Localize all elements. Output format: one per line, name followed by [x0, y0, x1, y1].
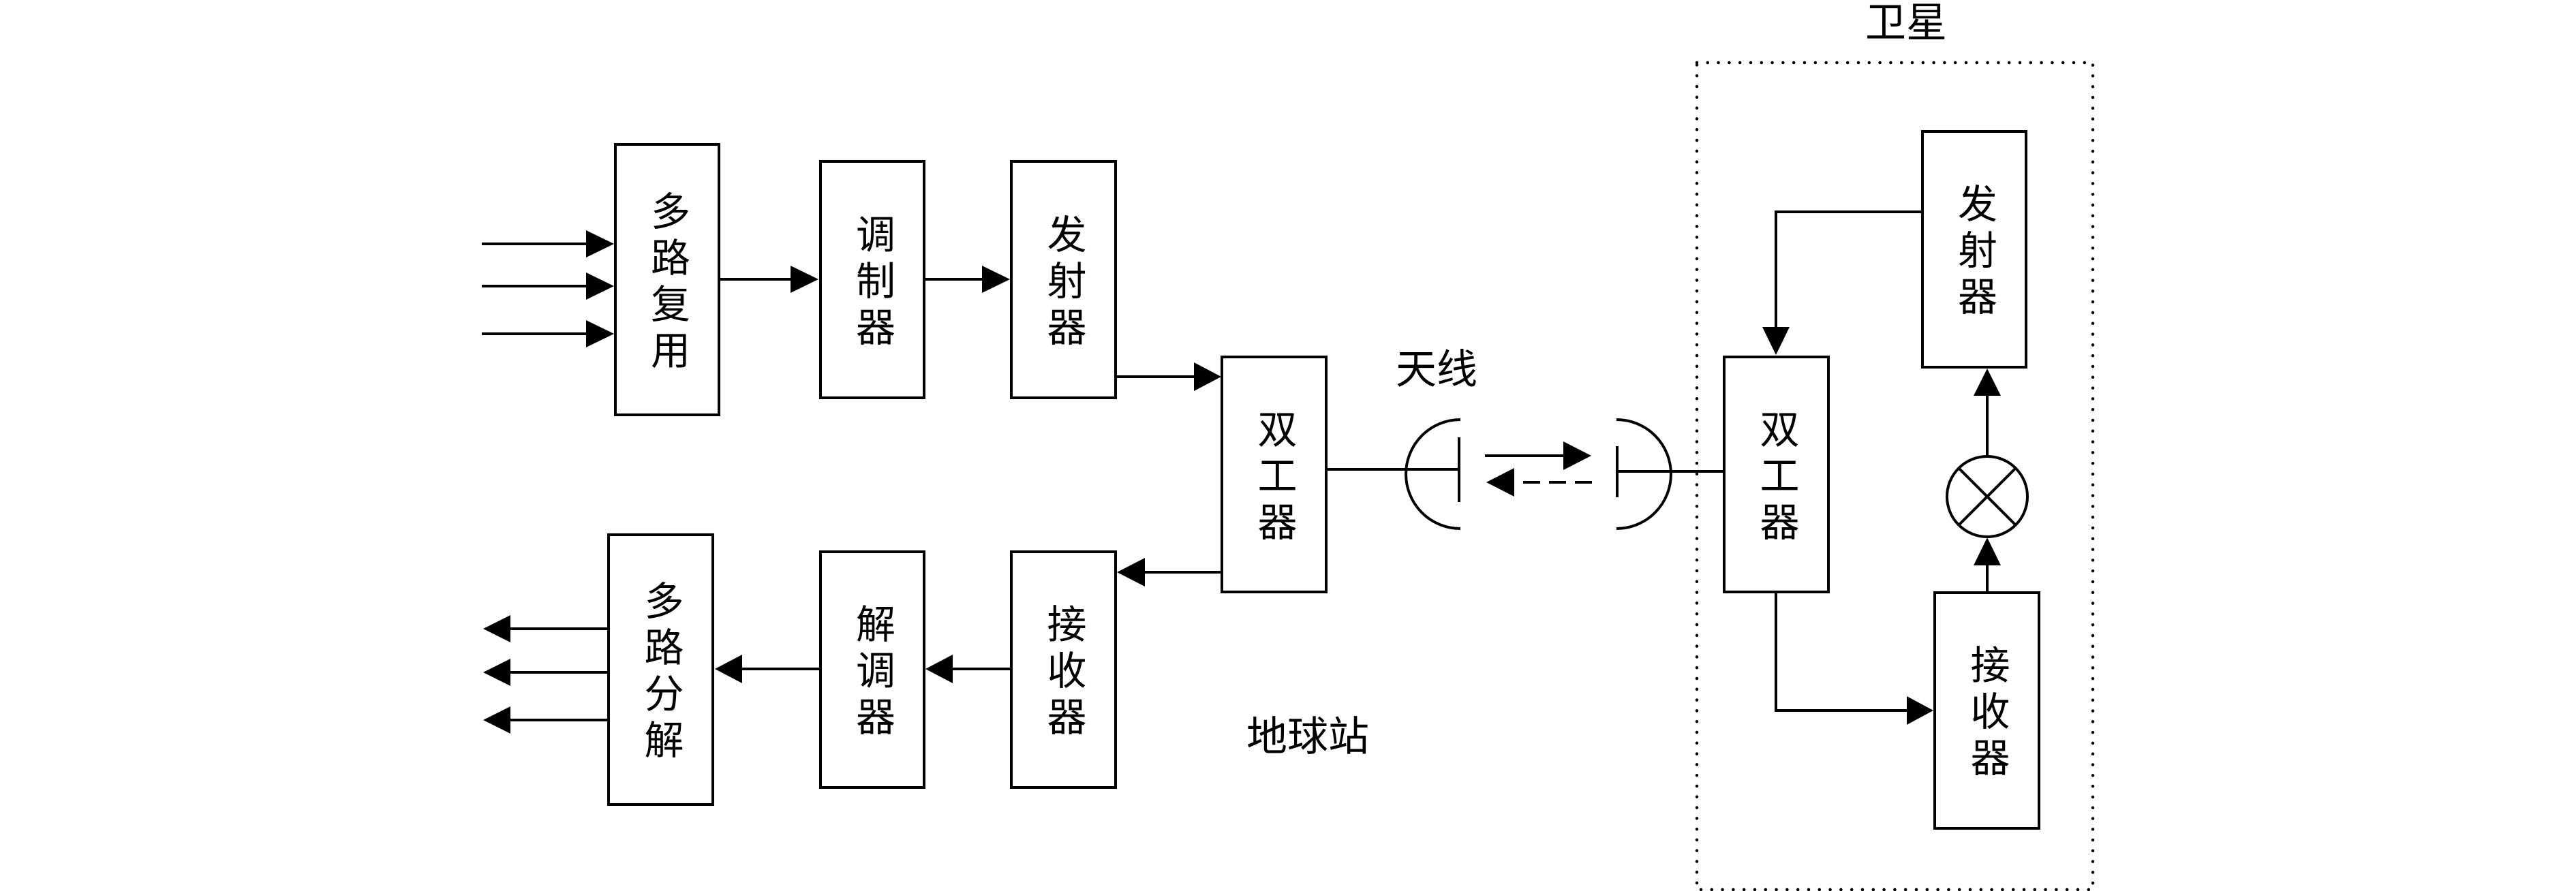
sat-duplexer-to-receiver-line: [1775, 593, 1907, 712]
mixer-icon: [1946, 455, 2029, 538]
arrowhead-sat-receiver: [1907, 696, 1933, 725]
earth-station-label: 地球站: [1246, 713, 1369, 761]
satellite-title: 卫星: [1865, 0, 1947, 47]
arrowhead-output-1: [483, 615, 510, 642]
mixer-cross-line-2: [1957, 467, 2017, 527]
arrowhead-demodulator: [925, 655, 953, 683]
arrowhead-uplink: [1563, 441, 1591, 470]
satellite-receiver-label: 接收器: [1963, 644, 2010, 783]
satellite-antenna-reflector: [1616, 418, 1672, 530]
demodulator-block: 解调器: [819, 550, 925, 789]
arrowhead-output-2: [483, 659, 510, 686]
arrowhead-output-3: [483, 706, 510, 734]
demultiplexer-label: 多路分解: [637, 580, 684, 766]
antenna-label: 天线: [1396, 346, 1477, 394]
satellite-receiver-block: 接收器: [1933, 591, 2040, 830]
earth-antenna-reflector: [1405, 418, 1461, 530]
satellite-duplexer-block: 双工器: [1723, 356, 1830, 593]
arrowhead-receiver: [1117, 558, 1145, 587]
arrowhead-input-2: [586, 272, 614, 300]
sat-transmitter-to-duplexer-line: [1775, 210, 1921, 328]
arrowhead-input-3: [586, 320, 614, 347]
receiver-block: 接收器: [1010, 550, 1117, 789]
arrowhead-modulator: [791, 266, 818, 293]
demodulator-label: 解调器: [849, 604, 895, 742]
transmitter-label: 发射器: [1040, 213, 1087, 353]
arrowhead-input-1: [586, 230, 614, 257]
arrowhead-transmitter: [982, 266, 1010, 293]
multiplexer-block: 多路复用: [614, 143, 720, 416]
transmitter-block: 发射器: [1010, 160, 1117, 399]
modulator-label: 调制器: [849, 213, 895, 353]
satellite-boundary: [1695, 61, 2095, 891]
duplexer-label: 双工器: [1251, 408, 1298, 548]
receiver-label: 接收器: [1040, 604, 1087, 742]
arrowhead-sat-duplexer: [1762, 327, 1790, 355]
multiplexer-label: 多路复用: [644, 190, 690, 376]
arrowhead-duplexer: [1194, 362, 1221, 391]
arrowhead-downlink: [1486, 468, 1514, 497]
demultiplexer-block: 多路分解: [607, 533, 714, 806]
arrowhead-demultiplexer: [715, 655, 742, 683]
arrowhead-mixer: [1974, 537, 2001, 565]
arrowhead-sat-transmitter: [1974, 369, 2001, 396]
modulator-block: 调制器: [819, 160, 925, 399]
satellite-duplexer-label: 双工器: [1753, 408, 1800, 548]
satellite-transmitter-label: 发射器: [1951, 183, 1997, 322]
satellite-transmitter-block: 发射器: [1921, 130, 2027, 369]
duplexer-block: 双工器: [1221, 356, 1328, 593]
